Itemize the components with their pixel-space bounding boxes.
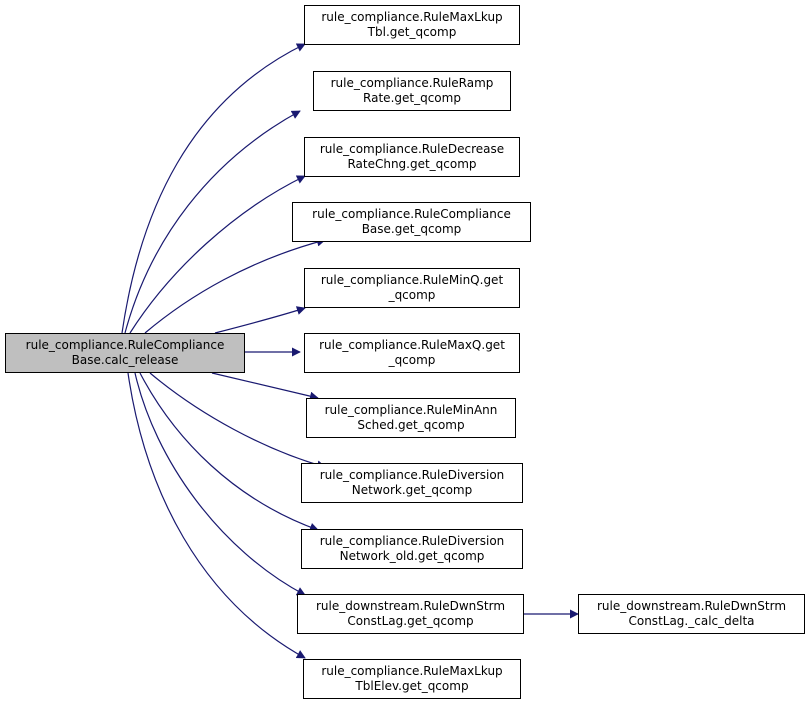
edge-to-compliance-base-get-qcomp: [144, 237, 326, 334]
node-root-calc-release[interactable]: rule_compliance.RuleCompliance Base.calc…: [5, 333, 245, 373]
node-diversion-network-old-get-qcomp[interactable]: rule_compliance.RuleDiversion Network_ol…: [301, 529, 523, 569]
edge-to-maxlkup-tbl: [121, 43, 306, 334]
node-label-line1: rule_downstream.RuleDwnStrm: [596, 599, 787, 613]
node-label-line1: rule_compliance.RuleCompliance: [312, 207, 511, 221]
node-ramp-rate-get-qcomp[interactable]: rule_compliance.RuleRamp Rate.get_qcomp: [313, 71, 511, 111]
edge-to-min-ann-sched: [211, 372, 319, 401]
node-dwnstrm-const-lag-calc-delta[interactable]: rule_downstream.RuleDwnStrm ConstLag._ca…: [578, 594, 805, 634]
node-label-line1: rule_compliance.RuleCompliance: [25, 338, 225, 352]
node-min-ann-sched-get-qcomp[interactable]: rule_compliance.RuleMinAnn Sched.get_qco…: [306, 398, 516, 438]
node-label-line2: Network_old.get_qcomp: [339, 549, 485, 563]
node-dwnstrm-const-lag-get-qcomp[interactable]: rule_downstream.RuleDwnStrm ConstLag.get…: [297, 594, 524, 634]
node-label-line2: RateChng.get_qcomp: [347, 157, 477, 171]
node-max-q-get-qcomp[interactable]: rule_compliance.RuleMaxQ.get _qcomp: [304, 333, 520, 373]
edge-to-maxlkup-tbl-elev: [127, 372, 306, 659]
node-maxlkup-tbl-get-qcomp[interactable]: rule_compliance.RuleMaxLkup Tbl.get_qcom…: [304, 5, 520, 45]
node-decrease-rate-chng-get-qcomp[interactable]: rule_compliance.RuleDecrease RateChng.ge…: [304, 137, 520, 177]
node-label-line2: Rate.get_qcomp: [363, 91, 461, 105]
node-diversion-network-get-qcomp[interactable]: rule_compliance.RuleDiversion Network.ge…: [301, 463, 523, 503]
edge-to-min-q: [214, 306, 306, 334]
node-label-line2: _qcomp: [388, 288, 436, 302]
node-label-line2: ConstLag.get_qcomp: [347, 614, 474, 628]
node-label-line1: rule_compliance.RuleMinQ.get: [320, 273, 504, 287]
edge-to-dwnstrm-get-qcomp: [134, 372, 306, 596]
node-label-line1: rule_compliance.RuleDecrease: [319, 142, 505, 156]
node-maxlkup-tbl-elev-get-qcomp[interactable]: rule_compliance.RuleMaxLkup TblElev.get_…: [303, 659, 521, 699]
node-label-line2: ConstLag._calc_delta: [628, 614, 755, 628]
node-label-line1: rule_compliance.RuleRamp: [330, 76, 494, 90]
node-min-q-get-qcomp[interactable]: rule_compliance.RuleMinQ.get _qcomp: [304, 268, 520, 308]
node-label-line1: rule_compliance.RuleDiversion: [319, 468, 505, 482]
node-label-line1: rule_compliance.RuleMinAnn: [324, 403, 498, 417]
edge-to-ramp-rate: [124, 110, 301, 334]
node-label-line1: rule_compliance.RuleMaxQ.get: [319, 338, 505, 352]
node-label-line2: Tbl.get_qcomp: [367, 25, 457, 39]
node-label-line2: Sched.get_qcomp: [357, 418, 465, 432]
node-label-line1: rule_downstream.RuleDwnStrm: [315, 599, 506, 613]
edge-to-diversion-network-old: [139, 372, 319, 532]
edge-to-diversion-network: [149, 372, 326, 470]
node-label-line1: rule_compliance.RuleMaxLkup: [321, 10, 503, 24]
node-label-line2: _qcomp: [388, 353, 436, 367]
node-compliance-base-get-qcomp[interactable]: rule_compliance.RuleCompliance Base.get_…: [292, 202, 531, 242]
node-label-line2: TblElev.get_qcomp: [355, 679, 469, 693]
node-label-line2: Network.get_qcomp: [351, 483, 473, 497]
node-label-line1: rule_compliance.RuleDiversion: [319, 534, 505, 548]
node-label-line2: Base.get_qcomp: [361, 222, 462, 236]
edge-to-decrease-rate-chng: [129, 175, 306, 334]
node-label-line2: Base.calc_release: [71, 353, 179, 367]
node-label-line1: rule_compliance.RuleMaxLkup: [321, 664, 503, 678]
